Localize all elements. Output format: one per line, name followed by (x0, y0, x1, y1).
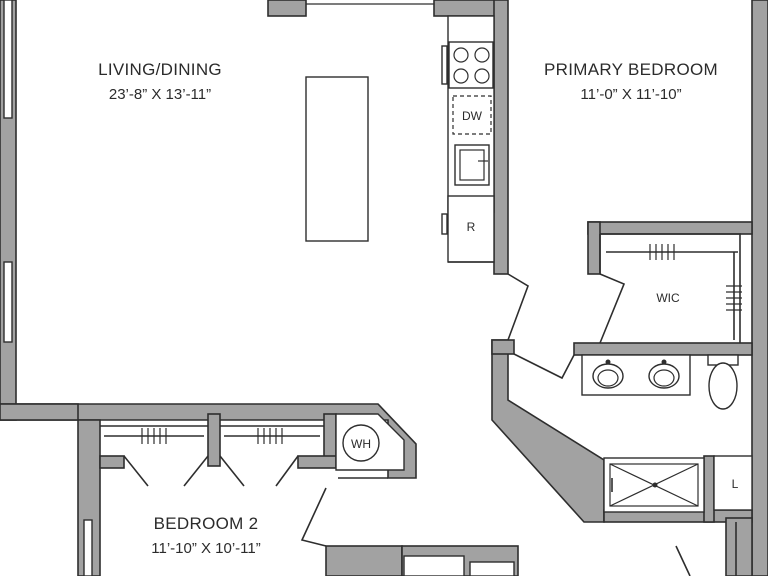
bath-door (513, 353, 575, 380)
kitchen-island (305, 76, 369, 242)
window-bedroom2 (83, 519, 93, 576)
refrigerator-label: R (467, 220, 476, 234)
closet-bottom-wall (99, 455, 125, 469)
room-labels: LIVING/DINING 23’-8” X 13’-11” PRIMARY B… (98, 60, 718, 557)
linen-closet (713, 455, 753, 511)
kitchen-partition-wall (493, 0, 509, 275)
living-dining-name: LIVING/DINING (98, 60, 222, 79)
closet1-hangers (104, 428, 204, 444)
primary-bedroom-door (507, 273, 529, 341)
linen-label: L (732, 477, 739, 491)
wic-label: WIC (656, 291, 680, 305)
kitchen-sink (454, 144, 490, 186)
water-heater (342, 424, 380, 462)
water-heater-label: WH (351, 437, 371, 451)
bath-divider (703, 455, 715, 523)
toilet-bowl (708, 362, 738, 410)
dishwasher-label: DW (462, 109, 483, 123)
closet1-door-b (183, 455, 209, 487)
top-wall-right (433, 0, 501, 17)
bath2-fixture (403, 555, 465, 576)
refrigerator (447, 195, 495, 263)
window-left-lower (3, 261, 13, 343)
closet1-door-a (123, 455, 149, 487)
closet2-door-a (219, 455, 245, 487)
left-lower-wall (0, 403, 79, 421)
closet2-hangers (224, 428, 320, 444)
primary-bedroom-name: PRIMARY BEDROOM (544, 60, 718, 79)
primary-bedroom-bottom-wall (587, 221, 753, 235)
closets: WH WIC (100, 233, 742, 471)
wic-bottom-wall (573, 342, 753, 356)
corridor-stub (491, 339, 515, 355)
wic-hangers-top (649, 244, 675, 260)
bath2-toilet (469, 561, 515, 576)
closet2-door-b (275, 455, 299, 487)
top-wall-left (267, 0, 307, 17)
primary-bath: L (403, 354, 753, 576)
bedroom2-dims: 11’-10” X 10’-11” (151, 540, 261, 557)
doors (123, 273, 691, 576)
closet-bottom-wall-2 (297, 455, 337, 469)
closet-divider-1 (207, 413, 221, 467)
living-dining-dims: 23’-8” X 13’-11” (109, 86, 211, 103)
sink-right (648, 363, 680, 389)
kitchen: DW R (305, 15, 495, 263)
bedroom2-door (300, 487, 327, 547)
right-lower-stub (725, 517, 753, 576)
dishwasher (452, 95, 492, 135)
bath-lower-door (675, 545, 691, 576)
bedroom2-right-stub (325, 545, 403, 576)
wic-hangers-right (726, 285, 742, 311)
wic-left-wall (587, 221, 601, 275)
right-exterior-wall (751, 0, 768, 576)
bedroom2-name: BEDROOM 2 (154, 514, 259, 533)
primary-bedroom-dims: 11’-0” X 11’-10” (580, 86, 681, 103)
sink-left (592, 363, 624, 389)
window-left-upper (3, 0, 13, 119)
wic-door (599, 273, 626, 344)
